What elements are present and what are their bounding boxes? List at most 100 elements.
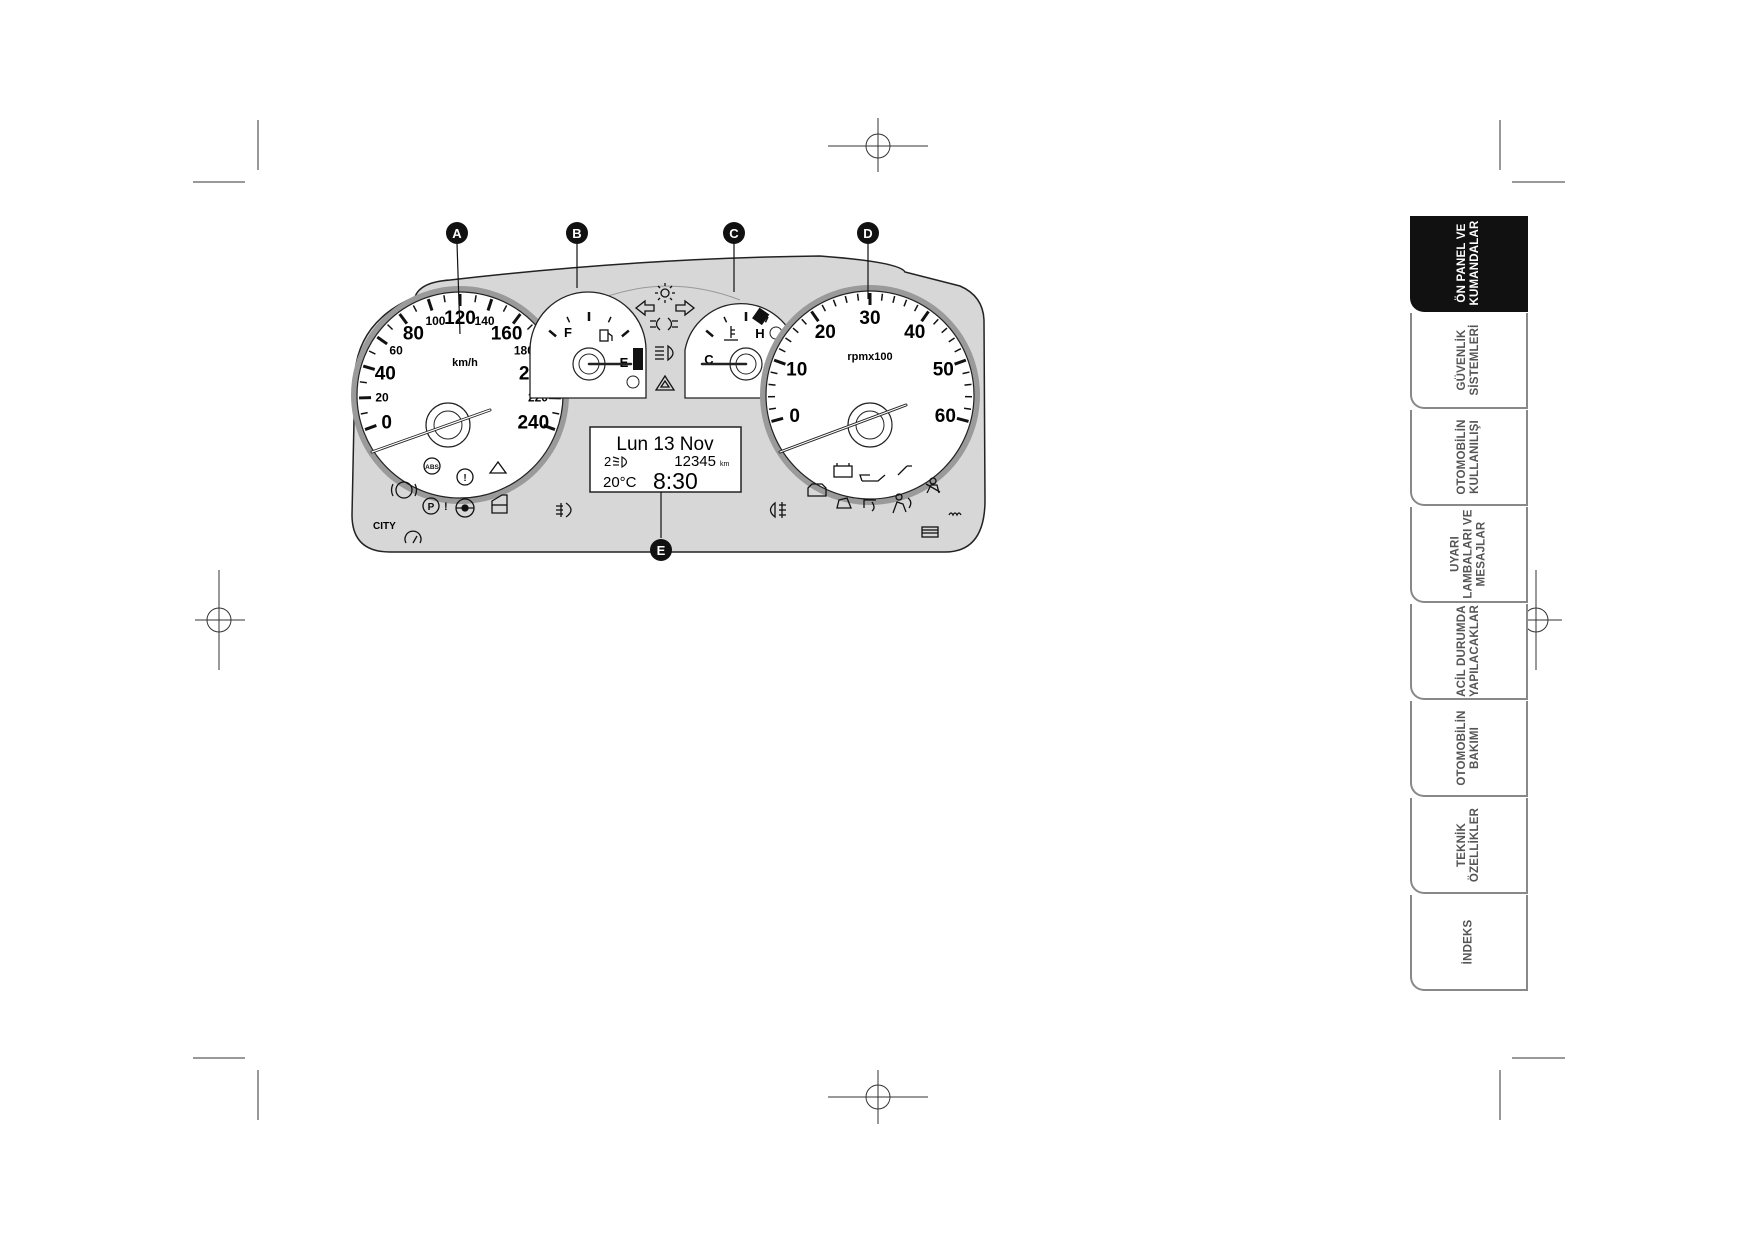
tach-label: 20 [815,322,836,343]
callout-a: A [446,222,468,244]
svg-text:P: P [428,502,435,513]
temp-hot-zone [752,307,770,326]
speed-label: 60 [389,343,403,357]
chapter-tab-line: MESAJLAR [1475,521,1488,587]
print-marks [193,118,1565,1124]
fuel-empty-label: E [620,355,629,370]
abs-warning-icon: ABS [423,457,441,475]
tach-minor-tick [962,371,970,375]
tach-minor-tick [948,337,955,343]
tach-minor-tick [933,318,939,325]
tach-minor-tick [903,299,908,307]
left-turn-signal-icon [634,299,655,317]
speed-major-tick [398,313,409,325]
callout-b: B [566,222,588,244]
high-beam-icon [655,344,674,362]
chapter-tab-line: KULLANILIŞI [1469,420,1481,494]
speed-minor-tick [360,411,368,415]
rear-fog-right-icon [769,501,786,519]
speed-major-tick [511,313,522,325]
speed-major-tick [486,298,494,311]
speed-major-tick [426,298,434,311]
service-icon [836,497,852,509]
tach-minor-tick [856,293,860,301]
battery-charge-icon [833,463,853,478]
speed-minor-tick [359,381,367,384]
temp-hot-label: H [755,326,764,341]
speed-minor-tick [552,411,560,415]
tach-minor-tick [964,383,972,386]
chapter-tab-line: SİSTEMLERİ [1469,324,1481,396]
fuel-full-label: F [564,325,572,340]
fuel-major-tick [548,329,557,338]
speed-minor-tick [368,350,376,355]
tach-minor-tick [954,348,962,353]
tach-minor-tick [778,348,786,353]
front-fog-light-icon [650,317,678,331]
tach-major-tick [771,416,784,423]
fuel-gauge-ticks [548,312,630,338]
cruise-control-icon [404,530,422,544]
fuel-minor-tick [566,316,571,323]
fuel-minor-tick [607,316,612,323]
svg-text:!: ! [444,501,448,513]
power-steering-icon [455,498,475,518]
chapter-tab-line: ÖZELLİKLER [1469,807,1481,883]
chapter-tab-label: İNDEKS [1463,896,1476,988]
speed-minor-tick [474,295,477,303]
svg-text:B: B [572,226,581,241]
speed-minor-tick [443,295,446,303]
speed-minor-tick [387,324,394,331]
display-odometer: 12345 [674,453,716,470]
speed-label: 40 [375,364,396,385]
multifunction-display: Lun 13 Nov 2 12345 km 20°C 8:30 [589,426,742,494]
tach-major-tick [920,310,930,323]
speed-label: 240 [517,413,549,434]
tach-label: 60 [935,406,956,427]
svg-text:!: ! [463,473,466,484]
chapter-tab-line: KUMANDALAR [1469,220,1481,306]
tach-minor-tick [821,304,827,312]
fuel-pump-icon [599,329,613,342]
callout-e: E [650,539,672,561]
chapter-tab-line: ÖN PANEL VE [1456,223,1468,303]
tach-minor-tick [832,299,837,307]
speed-major-tick [543,424,556,431]
right-turn-signal-icon [675,299,696,317]
tach-minor-tick [963,407,972,410]
callout-d: D [857,222,879,244]
temp-major-tick [705,329,714,338]
chapter-tab-line: İNDEKS [1462,919,1475,965]
chapter-tab-line: LAMBALARI VE [1462,509,1475,599]
coolant-temperature-icon [724,326,738,341]
speed-minor-tick [502,305,508,312]
tach-minor-tick [801,318,807,325]
display-odometer-unit: km [720,461,730,468]
chapter-tab-8[interactable]: İNDEKS [1410,895,1528,991]
chapter-tab-line: YAPILACAKLAR [1469,604,1481,697]
tach-minor-tick [792,327,799,334]
tach-minor-tick [770,371,778,375]
parking-brake-icon: P ! [422,497,448,515]
speed-label: 0 [381,413,392,434]
speed-label: 140 [475,314,495,328]
speed-unit: km/h [452,357,478,369]
tachometer-ticks [768,293,972,423]
callout-leaders [456,242,869,538]
svg-text:D: D [863,226,872,241]
tach-major-tick [956,416,969,423]
temp-minor-tick [764,316,769,323]
